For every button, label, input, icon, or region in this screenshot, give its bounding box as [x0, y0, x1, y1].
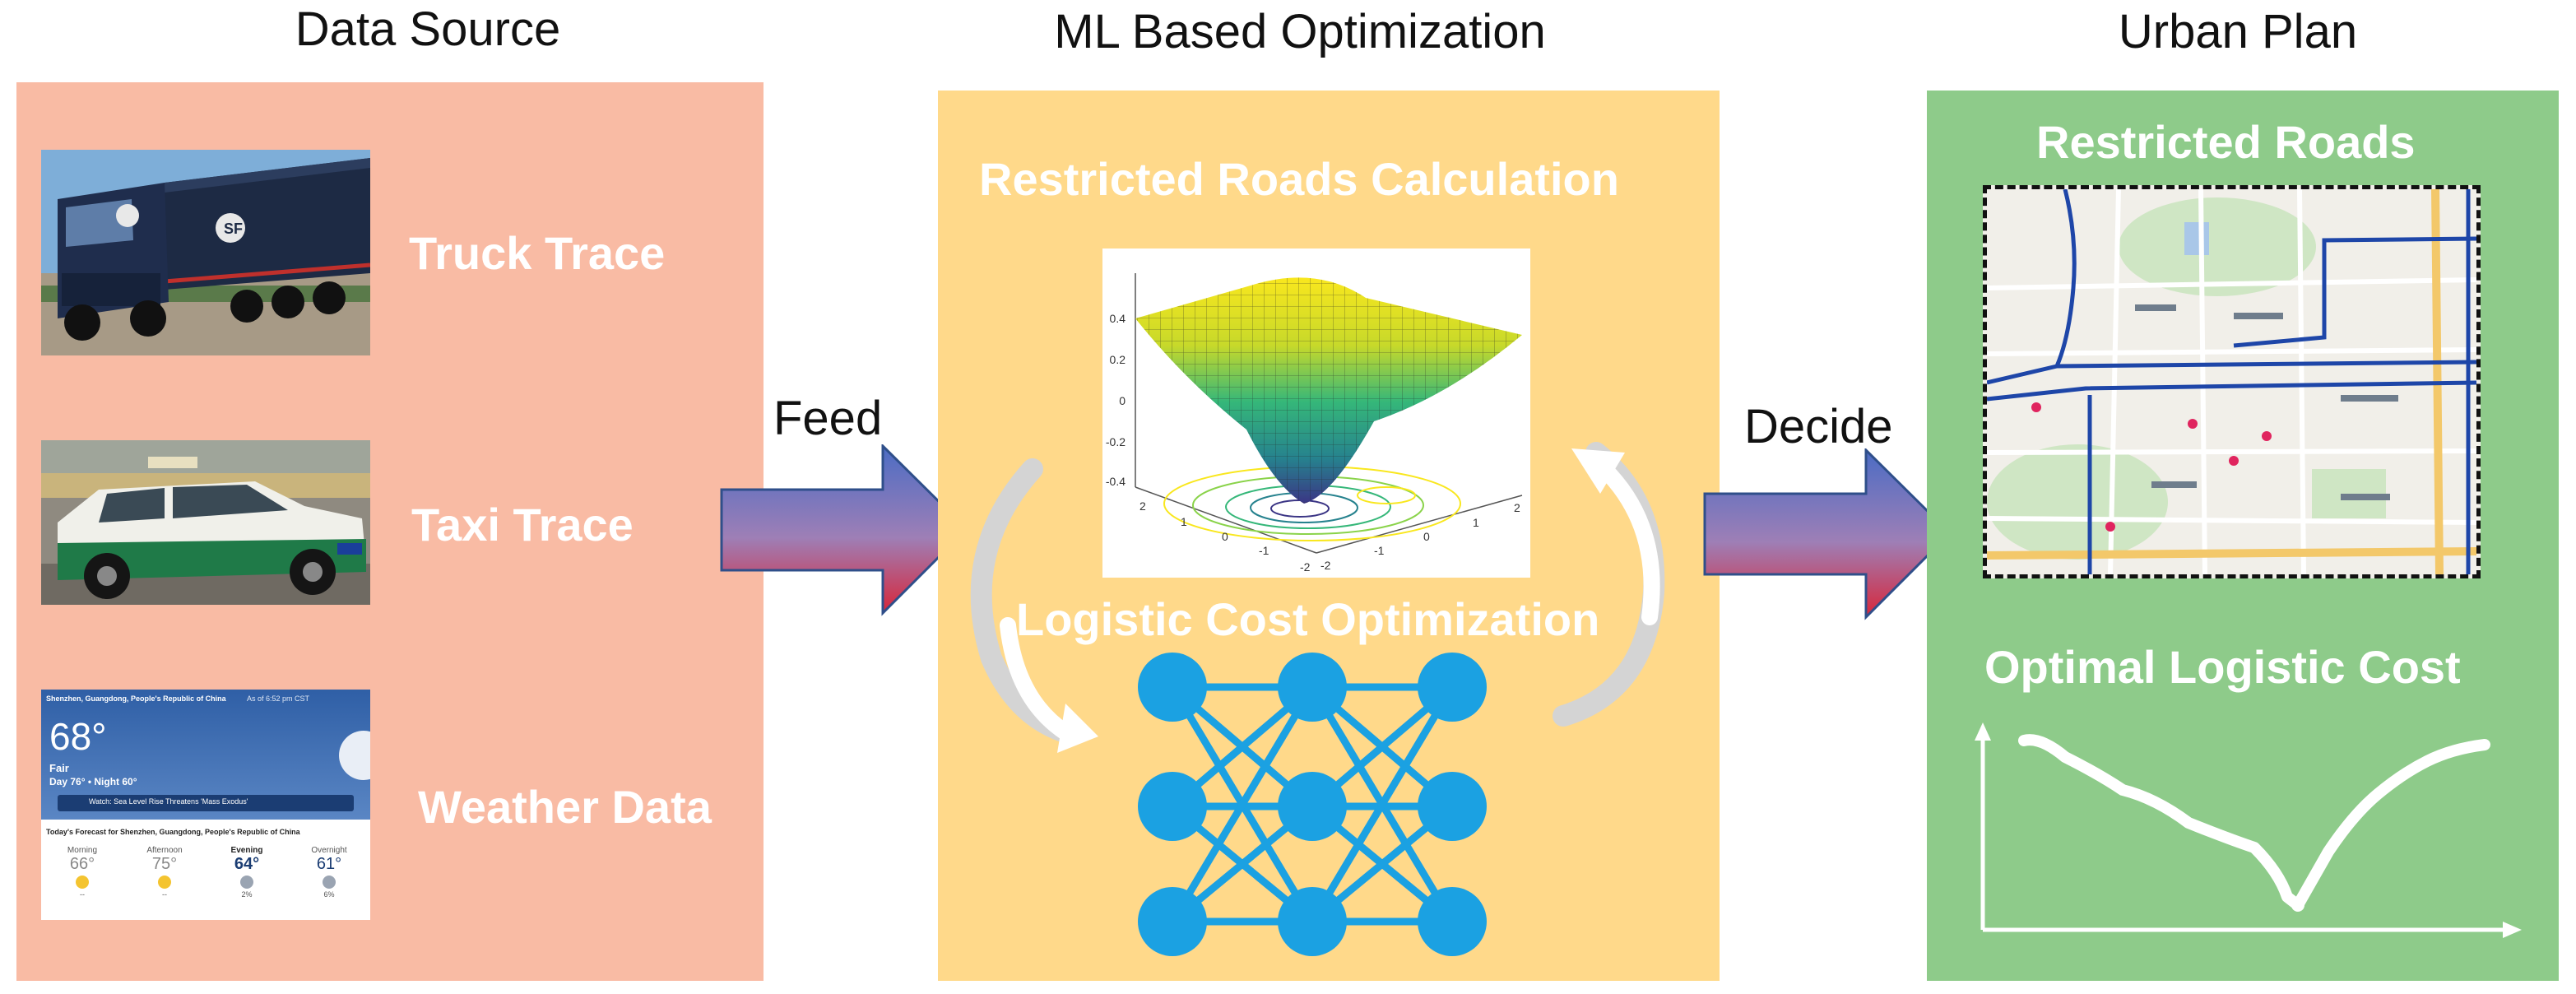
x-tick: -1 — [1259, 544, 1269, 557]
forecast-period-label: Evening — [230, 846, 263, 855]
z-tick: 0.2 — [1110, 353, 1126, 366]
restricted-roads-calculation-label: Restricted Roads Calculation — [979, 153, 1619, 205]
forecast-period-label: Overnight — [311, 846, 347, 855]
forecast-precip: 2% — [241, 890, 253, 899]
forecast-period-evening: Evening 64° 2% — [206, 846, 288, 899]
z-tick: 0 — [1119, 394, 1126, 407]
weather-temperature: 68° — [49, 715, 107, 758]
column-title-data-source: Data Source — [295, 2, 561, 56]
forecast-temp: 61° — [316, 855, 342, 873]
y-tick: 2 — [1514, 501, 1520, 514]
y-tick: 0 — [1423, 530, 1430, 543]
weather-screenshot: Shenzhen, Guangdong, People's Republic o… — [41, 690, 370, 920]
logistic-cost-curve-icon — [1975, 722, 2522, 938]
weather-forecast-title: Today's Forecast for Shenzhen, Guangdong… — [46, 828, 300, 836]
forecast-period-label: Afternoon — [146, 846, 183, 855]
forecast-temp: 66° — [69, 855, 95, 873]
x-tick: -2 — [1300, 560, 1311, 574]
sun-icon — [76, 876, 89, 889]
truck-trace-label: Truck Trace — [409, 227, 666, 279]
x-tick: 0 — [1222, 530, 1228, 543]
feed-label: Feed — [773, 392, 883, 445]
z-tick: -0.4 — [1106, 475, 1126, 488]
weather-data-label: Weather Data — [418, 781, 712, 833]
feed-arrow-icon — [720, 444, 969, 616]
forecast-period-afternoon: Afternoon 75° -- — [123, 846, 206, 899]
weather-day-night: Day 76° • Night 60° — [49, 776, 137, 787]
neural-network-icon — [1138, 653, 1487, 956]
truck-photo: SF — [41, 150, 370, 355]
forecast-precip: -- — [162, 890, 167, 899]
moon-icon — [240, 876, 253, 889]
taxi-trace-label: Taxi Trace — [411, 499, 634, 550]
optimal-logistic-cost-label: Optimal Logistic Cost — [1984, 641, 2461, 693]
weather-location: Shenzhen, Guangdong, People's Republic o… — [46, 694, 226, 703]
restricted-roads-label: Restricted Roads — [2036, 116, 2416, 168]
y-tick: 1 — [1473, 516, 1479, 529]
x-tick: 1 — [1181, 515, 1187, 528]
decide-label: Decide — [1744, 400, 1893, 453]
taxi-photo — [41, 440, 370, 605]
column-title-urban-plan: Urban Plan — [2118, 5, 2358, 58]
forecast-temp: 75° — [151, 855, 178, 873]
forecast-temp: 64° — [234, 855, 260, 873]
surface-plot: 0.4 0.2 0 -0.2 -0.4 2 1 0 -1 -2 -2 -1 0 … — [1102, 248, 1530, 578]
x-tick: 2 — [1139, 499, 1146, 513]
y-tick: -1 — [1374, 544, 1385, 557]
column-title-ml-optimization: ML Based Optimization — [1054, 5, 1546, 58]
forecast-period-overnight: Overnight 61° 6% — [288, 846, 370, 899]
svg-text:SF: SF — [224, 221, 243, 237]
weather-watch-text: Watch: Sea Level Rise Threatens 'Mass Ex… — [89, 797, 248, 806]
weather-as-of: As of 6:52 pm CST — [247, 694, 310, 703]
restricted-roads-map — [1983, 185, 2481, 578]
forecast-precip: -- — [80, 890, 85, 899]
forecast-period-label: Morning — [67, 846, 98, 855]
z-tick: -0.2 — [1106, 435, 1126, 448]
cycle-arrow-left-icon — [970, 458, 1098, 753]
forecast-precip: 6% — [323, 890, 335, 899]
sun-icon — [158, 876, 171, 889]
forecast-period-morning: Morning 66° -- — [41, 846, 123, 899]
y-tick: -2 — [1320, 559, 1331, 572]
z-tick: 0.4 — [1110, 312, 1126, 325]
decide-arrow-icon — [1703, 448, 1952, 620]
logistic-cost-optimization-label: Logistic Cost Optimization — [1016, 593, 1600, 645]
weather-watch-banner — [58, 795, 354, 811]
moon-icon — [323, 876, 336, 889]
cycle-arrow-right-icon — [1553, 442, 1665, 727]
weather-condition: Fair — [49, 762, 69, 774]
